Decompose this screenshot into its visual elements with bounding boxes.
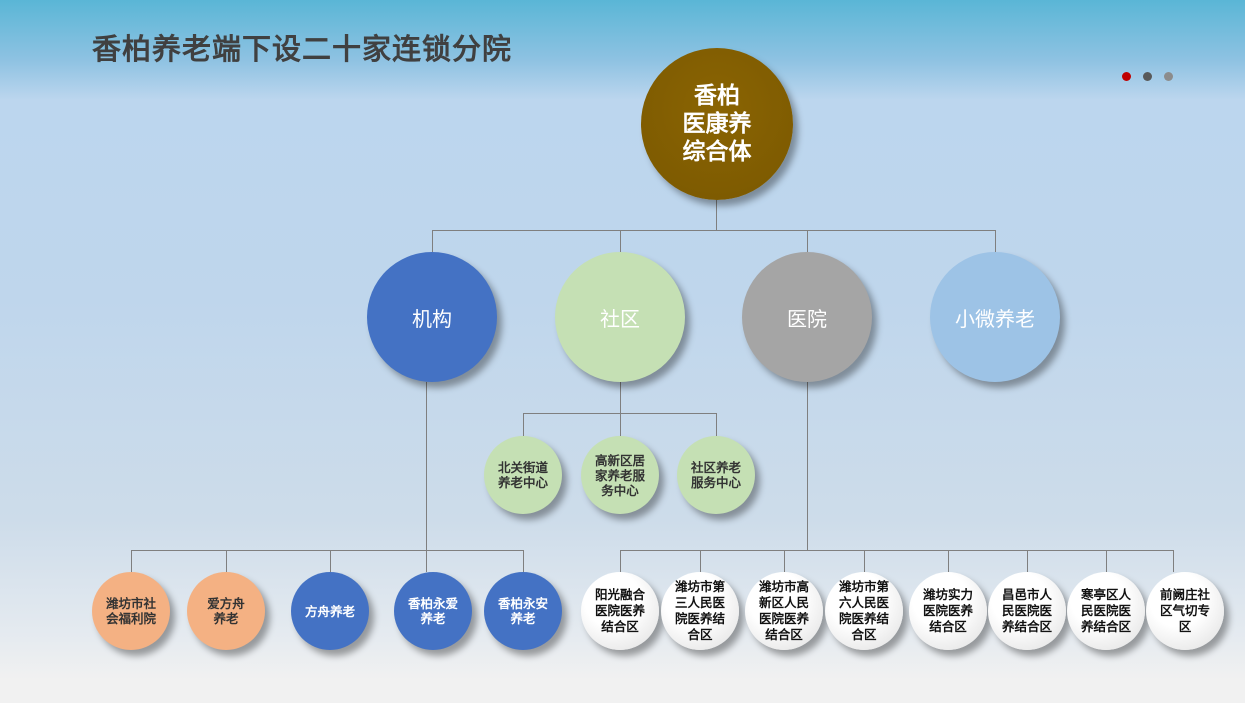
hospital-node[interactable]: 潍坊市第 三人民医 院医养结 合区 [661,572,739,650]
institution-node-label: 爱方舟 养老 [207,596,245,626]
root-node[interactable]: 香柏 医康养 综合体 [641,48,793,200]
community-node[interactable]: 高新区居 家养老服 务中心 [581,436,659,514]
institution-node-label: 方舟养老 [304,603,355,619]
hospital-node-label: 阳光融合 医院医养 结合区 [594,587,645,634]
hospital-node-label: 潍坊实力 医院医养 结合区 [922,587,973,634]
hospital-node[interactable]: 昌邑市人 民医院医 养结合区 [988,572,1066,650]
connector-line [620,230,621,252]
connector-line [1173,550,1174,572]
connector-line [1027,550,1028,572]
root-node-label: 香柏 医康养 综合体 [682,83,752,165]
connector-line [716,200,717,230]
category-node[interactable]: 医院 [742,252,872,382]
category-node[interactable]: 社区 [555,252,685,382]
connector-line [523,550,524,572]
category-node-label: 社区 [600,306,640,331]
hospital-node[interactable]: 潍坊市高 新区人民 医院医养 结合区 [745,572,823,650]
connector-line [426,550,427,572]
hospital-node[interactable]: 潍坊实力 医院医养 结合区 [909,572,987,650]
category-node-label: 医院 [787,306,827,331]
pager-dot[interactable] [1164,72,1173,81]
connector-line [432,230,996,231]
connector-line [620,550,621,572]
connector-line [330,550,331,572]
connector-line [432,230,433,252]
community-node-label: 社区养老 服务中心 [690,460,741,490]
hospital-node-label: 潍坊市第 六人民医 院医养结 合区 [838,579,889,642]
connector-line [807,230,808,252]
community-node[interactable]: 社区养老 服务中心 [677,436,755,514]
connector-line [700,550,701,572]
institution-node-label: 香柏永爱 养老 [407,596,458,626]
connector-line [995,230,996,252]
connector-line [620,413,621,436]
connector-line [948,550,949,572]
connector-line [1106,550,1107,572]
connector-line [620,550,1174,551]
hospital-node[interactable]: 前阙庄社 区气切专 区 [1146,572,1224,650]
connector-line [807,382,808,550]
hospital-node-label: 寒亭区人 民医院医 养结合区 [1080,587,1131,634]
page-title: 香柏养老端下设二十家连锁分院 [92,32,513,66]
connector-line [131,550,132,572]
category-node-label: 机构 [412,306,452,331]
pager-dot[interactable] [1122,72,1131,81]
institution-node[interactable]: 潍坊市社 会福利院 [92,572,170,650]
institution-node[interactable]: 爱方舟 养老 [187,572,265,650]
pager-dot[interactable] [1143,72,1152,81]
connector-line [716,413,717,436]
connector-line [523,413,524,436]
institution-node[interactable]: 香柏永安 养老 [484,572,562,650]
institution-node[interactable]: 香柏永爱 养老 [394,572,472,650]
institution-node[interactable]: 方舟养老 [291,572,369,650]
connector-line [426,382,427,550]
institution-node-label: 潍坊市社 会福利院 [105,596,156,626]
hospital-node[interactable]: 阳光融合 医院医养 结合区 [581,572,659,650]
connector-line [620,382,621,413]
hospital-node-label: 昌邑市人 民医院医 养结合区 [1001,587,1052,634]
connector-line [784,550,785,572]
hospital-node-label: 前阙庄社 区气切专 区 [1159,587,1210,634]
community-node[interactable]: 北关街道 养老中心 [484,436,562,514]
category-node[interactable]: 小微养老 [930,252,1060,382]
institution-node-label: 香柏永安 养老 [497,596,548,626]
hospital-node[interactable]: 潍坊市第 六人民医 院医养结 合区 [825,572,903,650]
connector-line [226,550,227,572]
hospital-node[interactable]: 寒亭区人 民医院医 养结合区 [1067,572,1145,650]
community-node-label: 高新区居 家养老服 务中心 [594,452,645,498]
connector-line [131,550,524,551]
community-node-label: 北关街道 养老中心 [497,460,548,490]
category-node-label: 小微养老 [955,306,1035,331]
hospital-node-label: 潍坊市高 新区人民 医院医养 结合区 [758,579,809,642]
connector-line [864,550,865,572]
category-node[interactable]: 机构 [367,252,497,382]
hospital-node-label: 潍坊市第 三人民医 院医养结 合区 [674,579,725,642]
